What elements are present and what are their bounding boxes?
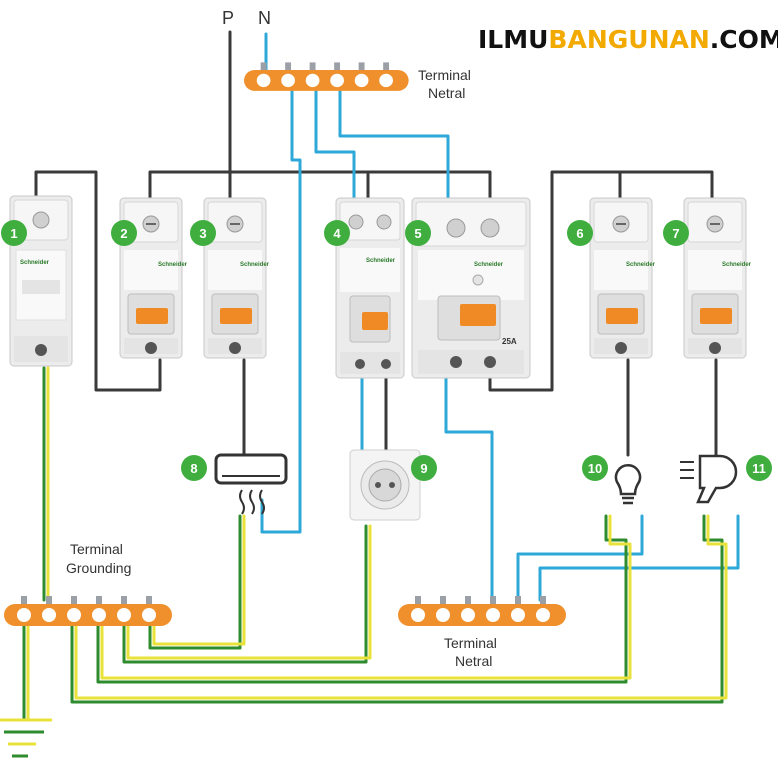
badge-2-label: 2 — [120, 226, 127, 241]
badge-3-label: 3 — [199, 226, 206, 241]
phase-rccb-out — [488, 170, 714, 392]
device-4-brand: Schneider — [366, 258, 396, 264]
terminal-neutral-top-label-1: Terminal — [418, 67, 471, 83]
ground-dryer-green — [70, 514, 724, 704]
badge-3: 3 — [190, 220, 216, 246]
terminal-neutral-bottom-label-2: Netral — [455, 653, 492, 669]
ground-ac-green — [148, 514, 242, 650]
badge-4-label: 4 — [333, 226, 341, 241]
terminal-neutral-bottom — [398, 596, 566, 626]
badge-11: 11 — [746, 455, 772, 481]
device-5-brand: Schneider — [474, 262, 504, 268]
phase-label: P — [222, 8, 234, 28]
badge-1: 1 — [1, 220, 27, 246]
brand-part-2: BANGUNAN — [548, 25, 709, 54]
badge-10: 10 — [582, 455, 608, 481]
device-6-brand: Schneider — [626, 262, 656, 268]
badge-8: 8 — [181, 455, 207, 481]
neutral-top-to-rccb — [338, 84, 450, 202]
neutral-lamp-to-bottom — [516, 514, 644, 602]
badge-7-label: 7 — [672, 226, 679, 241]
wall-socket-icon — [349, 449, 421, 521]
air-conditioner-icon — [214, 453, 288, 515]
phase-link-1-2 — [34, 170, 162, 392]
phase-wires — [34, 30, 718, 457]
mcb-device-7: Schneider — [683, 197, 752, 359]
badge-6-label: 6 — [576, 226, 583, 241]
device-7-brand: Schneider — [722, 262, 752, 268]
phase-busbar-mid — [228, 170, 492, 202]
rcbo-device-4: Schneider — [335, 197, 405, 379]
badge-4: 4 — [324, 220, 350, 246]
badge-6: 6 — [567, 220, 593, 246]
mcb-device-6: Schneider — [589, 197, 656, 359]
ground-lamp-yellow — [100, 514, 632, 680]
ground-dryer-yellow — [74, 514, 728, 700]
neutral-top-to-rcbo — [314, 84, 356, 202]
badge-9-label: 9 — [420, 461, 427, 476]
device-3-brand: Schneider — [240, 262, 270, 268]
badge-11-label: 11 — [752, 461, 766, 476]
terminal-neutral-top-label-2: Netral — [428, 85, 465, 101]
badge-5: 5 — [405, 220, 431, 246]
terminal-grounding-label-2: Grounding — [66, 560, 131, 576]
mcb-device-3: Schneider — [203, 197, 270, 359]
neutral-label: N — [258, 8, 271, 28]
rccb-device-5: Schneider 25A — [411, 197, 531, 379]
neutral-wires — [260, 32, 740, 602]
brand-part-3: .COM — [710, 25, 778, 54]
badge-7: 7 — [663, 220, 689, 246]
neutral-rccb-to-bottom — [444, 374, 494, 602]
device-1-brand: Schneider — [20, 260, 50, 266]
brand-logo: ILMUBANGUNAN.COM — [478, 25, 778, 54]
terminal-neutral-bottom-label-1: Terminal — [444, 635, 497, 651]
ground-socket-yellow — [126, 524, 372, 660]
neutral-dryer-to-bottom — [538, 514, 740, 602]
ground-lamp-green — [96, 514, 628, 684]
svg-text:ILMUBANGUNAN.COM: ILMUBANGUNAN.COM — [478, 25, 778, 54]
neutral-top-to-ac — [260, 84, 302, 534]
badge-9: 9 — [411, 455, 437, 481]
ground-ac-yellow — [152, 514, 246, 646]
device-2-brand: Schneider — [158, 262, 188, 268]
terminal-grounding — [4, 596, 172, 626]
badge-1-label: 1 — [10, 226, 17, 241]
earth-ground-icon — [0, 718, 52, 758]
mcb-device-2: Schneider — [119, 197, 188, 359]
wires — [22, 30, 740, 722]
badge-8-label: 8 — [190, 461, 197, 476]
terminal-neutral-top — [244, 62, 409, 91]
badge-10-label: 10 — [588, 461, 602, 476]
ground-wires-green — [22, 366, 724, 722]
ground-wires-yellow — [26, 366, 728, 722]
ground-socket-green — [122, 524, 368, 664]
badge-5-label: 5 — [414, 226, 421, 241]
phase-busbar-left — [148, 170, 232, 202]
rccb-rating: 25A — [502, 337, 517, 346]
badge-2: 2 — [111, 220, 137, 246]
hair-dryer-icon — [680, 454, 738, 504]
lamp-icon — [614, 464, 642, 505]
brand-part-1: ILMU — [478, 25, 548, 54]
terminal-grounding-label-1: Terminal — [70, 541, 123, 557]
